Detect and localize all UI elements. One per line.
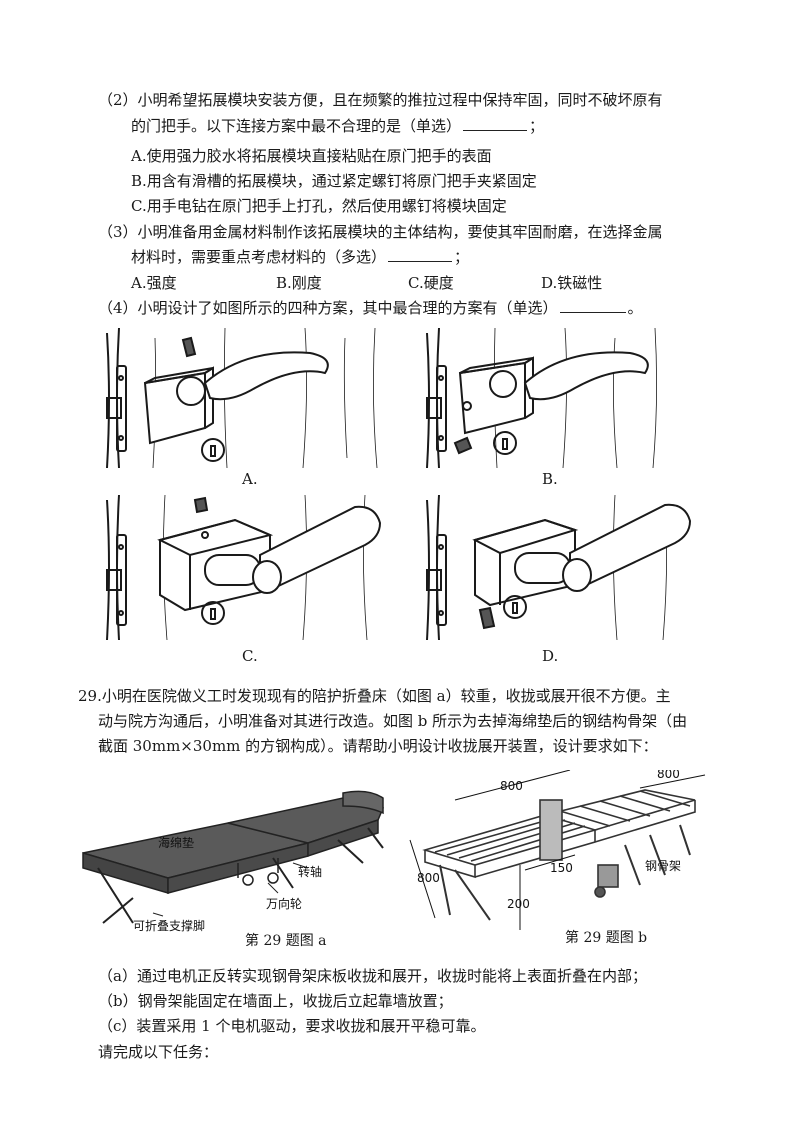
task-intro: 请完成以下任务：	[98, 1043, 219, 1061]
figure-label-d: D.	[542, 647, 559, 665]
label-wheel: 万向轮	[266, 896, 302, 911]
figure-caption-29a: 第 29 题图 a	[245, 933, 327, 949]
answer-blank[interactable]	[559, 298, 626, 313]
label-sponge: 海绵垫	[158, 835, 194, 850]
figure-label-a: A.	[242, 470, 258, 488]
figure-label-b: B.	[542, 470, 558, 488]
figure-caption-29b: 第 29 题图 b	[565, 930, 648, 946]
dim-mid: 800	[500, 779, 523, 793]
label-frame: 钢骨架	[645, 859, 681, 873]
q2-stem-line2: 的门把手。以下连接方案中最不合理的是（单选）；	[131, 116, 545, 135]
q3-option-a: A.强度	[131, 274, 177, 292]
label-axis: 转轴	[298, 864, 322, 879]
door-handle-figure-a	[106, 328, 378, 468]
dim-side: 800	[417, 871, 440, 885]
q29-stem-line2: 动与院方沟通后，小明准备对其进行改造。如图 b 所示为去掉海绵垫后的钢结构骨架（…	[98, 712, 688, 730]
dim-gap: 150	[550, 861, 573, 875]
q2-option-c: C.用手电钻在原门把手上打孔，然后使用螺钉将模块固定	[131, 197, 507, 215]
q4-stem: （4）小明设计了如图所示的四种方案，其中最合理的方案有（单选）。	[98, 298, 643, 317]
q2-stem-line1: （2）小明希望拓展模块安装方便，且在频繁的推拉过程中保持牢固，同时不破坏原有	[98, 91, 663, 109]
door-handle-figure-c	[106, 495, 382, 640]
q29-stem-line3: 截面 30mm×30mm 的方钢构成）。请帮助小明设计收拢展开装置，设计要求如下…	[98, 737, 658, 755]
label-legs: 可折叠支撑脚	[133, 918, 205, 933]
answer-blank[interactable]	[388, 247, 453, 262]
dim-top: 800	[657, 770, 680, 781]
folding-bed-figure-a: 海绵垫 转轴 万向轮 可折叠支撑脚	[82, 790, 385, 933]
q2-option-a: A.使用强力胶水将拓展模块直接粘贴在原门把手的表面	[131, 147, 492, 165]
q3-option-c: C.硬度	[408, 274, 454, 292]
door-handle-figure-b	[426, 328, 657, 468]
q3-option-d: D.铁磁性	[541, 274, 603, 292]
figure-label-c: C.	[242, 647, 258, 665]
requirement-a: （a）通过电机正反转实现钢骨架床板收拢和展开，收拢时能将上表面折叠在内部；	[98, 967, 647, 985]
q3-stem-line1: （3）小明准备用金属材料制作该拓展模块的主体结构，要使其牢固耐磨，在选择金属	[98, 223, 663, 241]
dim-height: 200	[507, 897, 530, 911]
q3-option-b: B.刚度	[276, 274, 322, 292]
answer-blank[interactable]	[463, 116, 528, 131]
q3-stem-line2: 材料时，需要重点考虑材料的（多选）；	[131, 247, 470, 266]
steel-frame-figure-b: 800 800 800 150 200 钢骨架	[409, 770, 706, 930]
q2-option-b: B.用含有滑槽的拓展模块，通过紧定螺钉将原门把手夹紧固定	[131, 172, 537, 190]
door-handle-figure-d	[426, 495, 692, 640]
q29-stem-line1: 29.小明在医院做义工时发现现有的陪护折叠床（如图 a）较重，收拢或展开很不方便…	[78, 687, 671, 705]
requirement-b: （b）钢骨架能固定在墙面上，收拢后立起靠墙放置；	[98, 992, 453, 1010]
requirement-c: （c）装置采用 1 个电机驱动，要求收拢和展开平稳可靠。	[98, 1017, 486, 1035]
